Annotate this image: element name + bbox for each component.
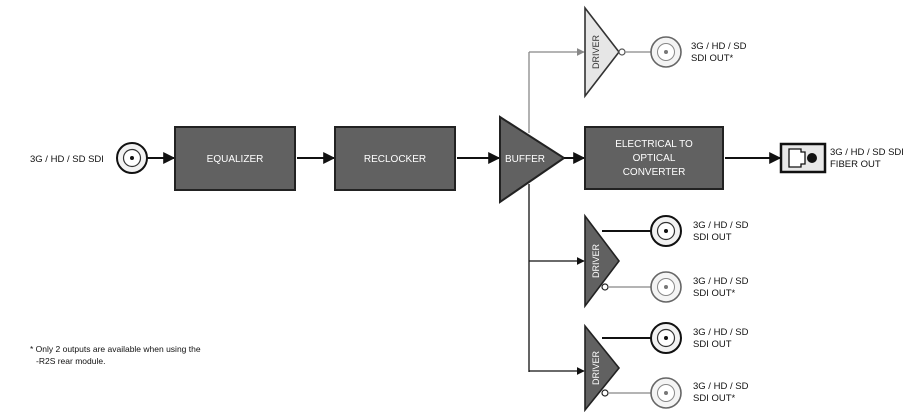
fiber-connector-icon: [779, 142, 827, 174]
output-d3b-label-line1: 3G / HD / SD: [693, 381, 749, 392]
buffer-label: BUFFER: [505, 154, 545, 165]
equalizer-label: EQUALIZER: [207, 154, 264, 165]
driver-1-amplifier: DRIVER: [584, 5, 621, 99]
buffer-amplifier: BUFFER: [499, 115, 566, 204]
output-top-label-line1: 3G / HD / SD: [691, 41, 747, 52]
output-d2b-label-line1: 3G / HD / SD: [693, 276, 749, 287]
driver-1-label: DRIVER: [591, 35, 601, 70]
output-d2b-bnc-connector-icon: [650, 271, 682, 303]
output-d3b-label-line2: SDI OUT*: [693, 393, 736, 404]
fiber-output-label-line1: 3G / HD / SD SDI: [830, 147, 904, 158]
footnote-line2: -R2S rear module.: [36, 356, 105, 366]
output-d2a-label-line1: 3G / HD / SD: [693, 220, 749, 231]
reclocker-label: RECLOCKER: [364, 154, 426, 165]
output-d2a-label-line2: SDI OUT: [693, 232, 732, 243]
input-label: 3G / HD / SD SDI: [30, 154, 104, 165]
output-d3b-bnc-connector-icon: [650, 377, 682, 409]
driver-2-invert-bubble: [601, 283, 609, 291]
driver-3-label: DRIVER: [591, 351, 601, 386]
footnote-line1: * Only 2 outputs are available when usin…: [30, 344, 201, 354]
driver-1-invert-bubble: [618, 48, 626, 56]
driver-3-invert-bubble: [601, 389, 609, 397]
output-d2a-bnc-connector-icon: [650, 215, 682, 247]
fiber-output-label-line2: FIBER OUT: [830, 159, 881, 170]
output-top-bnc-connector-icon: [650, 36, 682, 68]
output-d3a-label-line1: 3G / HD / SD: [693, 327, 749, 338]
converter-label-line2: OPTICAL: [633, 153, 676, 164]
converter-label-line1: ELECTRICAL TO: [615, 139, 693, 150]
driver-2-amplifier: DRIVER: [584, 213, 621, 309]
output-d3a-label-line2: SDI OUT: [693, 339, 732, 350]
converter-block: ELECTRICAL TO OPTICAL CONVERTER: [584, 126, 724, 190]
reclocker-block: RECLOCKER: [334, 126, 456, 191]
output-d3a-bnc-connector-icon: [650, 322, 682, 354]
output-top-label-line2: SDI OUT*: [691, 53, 734, 64]
input-bnc-connector-icon: [116, 142, 148, 174]
driver-2-label: DRIVER: [591, 244, 601, 279]
output-d2b-label-line2: SDI OUT*: [693, 288, 736, 299]
converter-label-line3: CONVERTER: [623, 167, 686, 178]
driver-3-amplifier: DRIVER: [584, 323, 621, 412]
equalizer-block: EQUALIZER: [174, 126, 296, 191]
